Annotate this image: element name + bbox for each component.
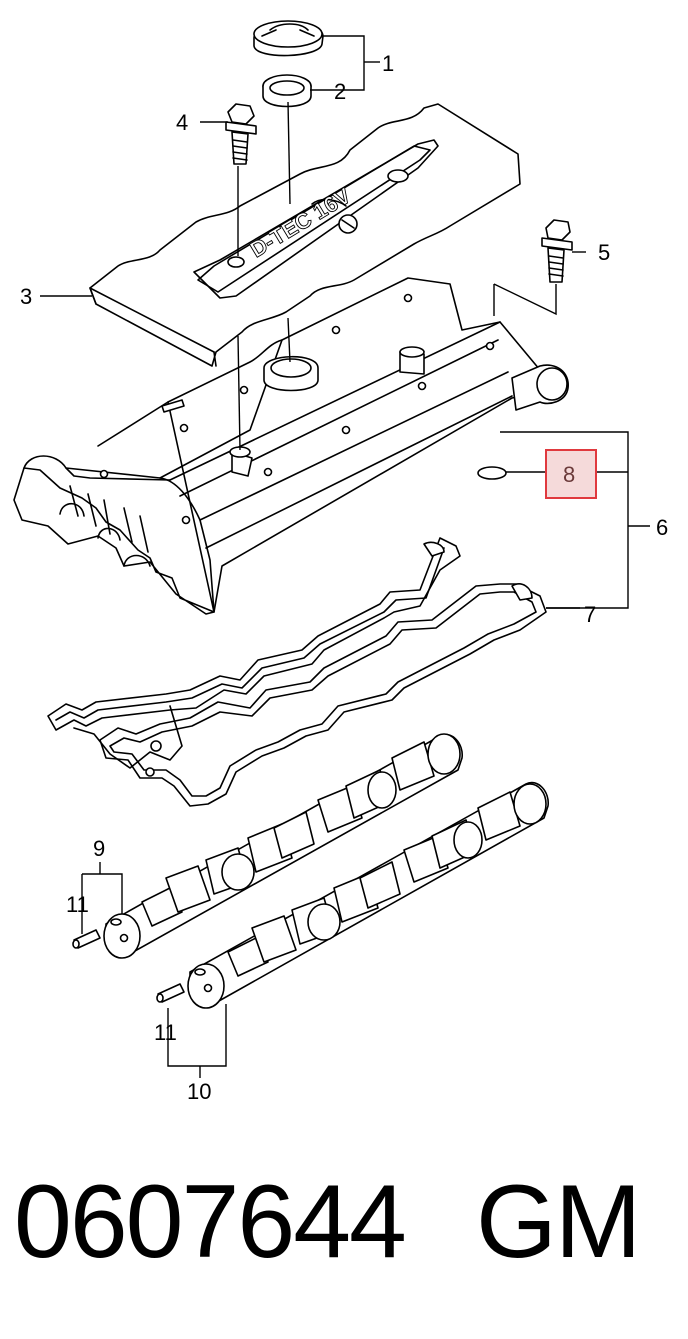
callout-8: 8	[563, 462, 575, 487]
cap-seal-ring	[262, 74, 312, 108]
cover-bolt	[225, 103, 257, 165]
bolt-5	[541, 219, 573, 283]
oil-filler-cap	[253, 20, 324, 57]
camshaft-upper	[103, 733, 463, 959]
camshaft-lower	[187, 781, 549, 1009]
callout-1: 1	[382, 51, 394, 76]
callout-3: 3	[20, 284, 32, 309]
cylinder-head-cover	[13, 277, 569, 615]
callout-11-lower: 11	[154, 1020, 177, 1045]
cover-gasket	[47, 537, 547, 807]
exploded-parts-diagram: 1 2 3 4 5 6 7 8 9 10 11 11 D-TEC 16V	[13, 20, 668, 1104]
callout-4: 4	[176, 110, 188, 135]
callout-9: 9	[93, 836, 105, 861]
leader-lines	[40, 35, 650, 1078]
engine-top-cover	[89, 103, 521, 367]
o-ring	[477, 466, 507, 480]
callout-11-upper: 11	[66, 892, 89, 917]
callout-7: 7	[584, 602, 596, 627]
callout-2: 2	[334, 79, 346, 104]
callout-10: 10	[187, 1079, 211, 1104]
callout-5: 5	[598, 240, 610, 265]
dowel-pin-upper	[72, 929, 101, 949]
dowel-pin-lower	[156, 983, 185, 1003]
part-number: 0607644	[14, 1164, 407, 1280]
callout-6: 6	[656, 515, 668, 540]
highlight-box-8	[545, 449, 597, 499]
brand-name: GM	[476, 1164, 642, 1280]
